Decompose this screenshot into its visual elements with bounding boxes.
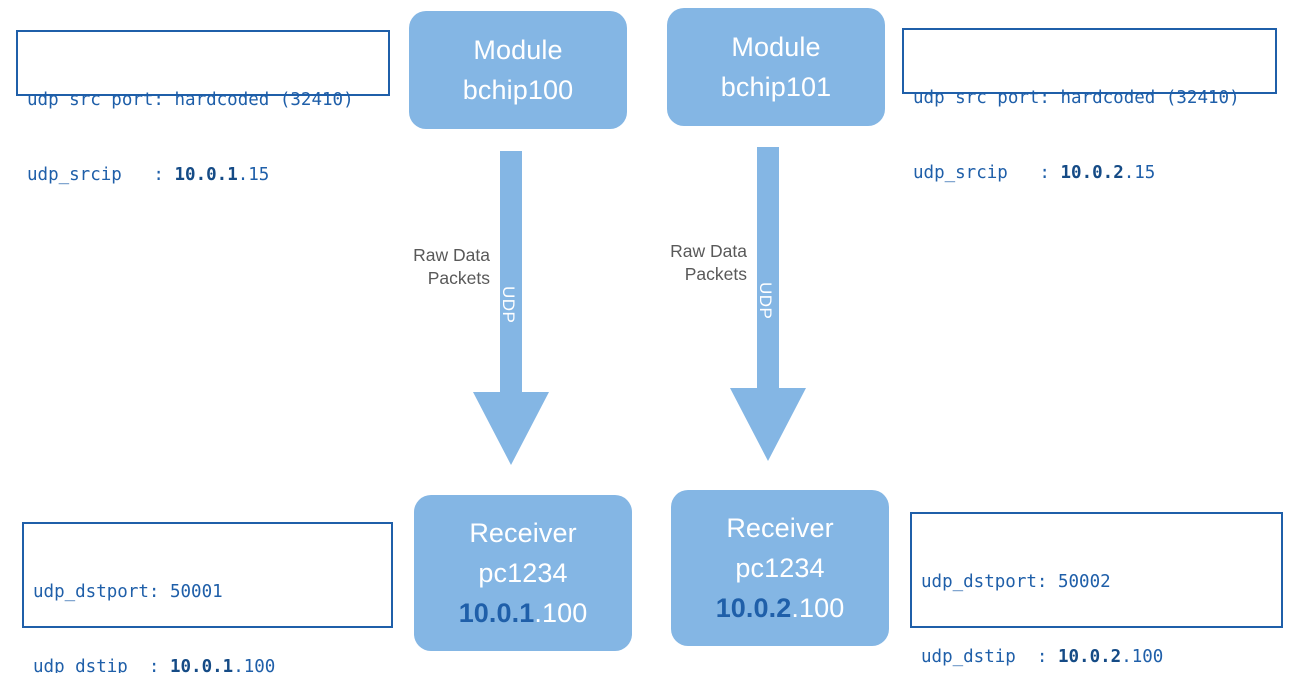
note-src-ip-label-right: udp_srcip : bbox=[913, 163, 1061, 183]
note-line-src-ip-left: udp_srcip : 10.0.1.15 bbox=[27, 163, 380, 188]
module-right-name: bchip101 bbox=[720, 72, 832, 102]
node-receiver-right: Receiver pc1234 10.0.2.100 bbox=[671, 490, 889, 646]
flow-arrow-right bbox=[729, 147, 807, 462]
module-left-name: bchip100 bbox=[462, 75, 574, 105]
arrow-shape-left bbox=[473, 151, 549, 465]
receiver-right-title: Receiver bbox=[726, 513, 834, 543]
receiver-right-ip: 10.0.2.100 bbox=[716, 588, 845, 628]
note-line-dst-port-right: udp_dstport: 50002 bbox=[921, 572, 1111, 592]
receiver-right-ip-prefix: 10.0.2 bbox=[715, 593, 792, 623]
note-udp-source-right: udp src port: hardcoded (32410) udp_srci… bbox=[902, 28, 1277, 183]
module-left-title: Module bbox=[473, 35, 563, 65]
flow-arrow-left bbox=[472, 151, 550, 466]
note-dst-ip-label-right: udp_dstip : bbox=[921, 647, 1058, 667]
module-right-title: Module bbox=[731, 32, 821, 62]
receiver-left-name: pc1234 bbox=[478, 558, 568, 588]
receiver-left-ip-prefix: 10.0.1 bbox=[458, 598, 535, 628]
receiver-right-name: pc1234 bbox=[735, 553, 825, 583]
arrow-down-icon bbox=[473, 151, 549, 465]
flow-caption-right: Raw Data Packets bbox=[670, 241, 747, 284]
note-line-src-port-right: udp src port: hardcoded (32410) bbox=[913, 88, 1240, 108]
node-module-bchip101: Module bchip101 bbox=[667, 8, 885, 126]
receiver-right-ip-suffix: .100 bbox=[791, 593, 845, 623]
note-src-ip-prefix-left: 10.0.1 bbox=[174, 165, 238, 185]
note-line-src-port-left: udp src port: hardcoded (32410) bbox=[27, 90, 354, 110]
note-dst-ip-prefix-left: 10.0.1 bbox=[169, 657, 234, 673]
note-src-ip-suffix-left: .15 bbox=[237, 165, 270, 185]
node-receiver-left: Receiver pc1234 10.0.1.100 bbox=[414, 495, 632, 651]
note-dst-ip-suffix-right: .100 bbox=[1121, 647, 1164, 667]
note-src-ip-prefix-right: 10.0.2 bbox=[1060, 163, 1124, 183]
note-dst-ip-suffix-left: .100 bbox=[233, 657, 276, 673]
receiver-left-ip: 10.0.1.100 bbox=[459, 593, 588, 633]
note-udp-source-left: udp src port: hardcoded (32410) udp_srci… bbox=[16, 30, 390, 185]
arrow-shape-right bbox=[730, 147, 806, 461]
note-line-dst-ip-right: udp_dstip : 10.0.2.100 bbox=[921, 645, 1273, 670]
note-dst-ip-prefix-right: 10.0.2 bbox=[1057, 647, 1122, 667]
note-line-dst-ip-left: udp_dstip : 10.0.1.100 bbox=[33, 655, 383, 673]
node-module-bchip100: Module bchip100 bbox=[409, 11, 627, 129]
note-dst-ip-label-left: udp_dstip : bbox=[33, 657, 170, 673]
arrow-down-icon bbox=[730, 147, 806, 461]
receiver-left-ip-suffix: .100 bbox=[534, 598, 588, 628]
note-src-ip-suffix-right: .15 bbox=[1123, 163, 1156, 183]
flow-caption-left: Raw Data Packets bbox=[413, 245, 490, 288]
note-line-dst-port-left: udp_dstport: 50001 bbox=[33, 582, 223, 602]
note-src-ip-label-left: udp_srcip : bbox=[27, 165, 175, 185]
note-udp-destination-right: udp_dstport: 50002 udp_dstip : 10.0.2.10… bbox=[910, 512, 1283, 667]
receiver-left-title: Receiver bbox=[469, 518, 577, 548]
note-line-src-ip-right: udp_srcip : 10.0.2.15 bbox=[913, 161, 1267, 186]
note-udp-destination-left: udp_dstport: 50001 udp_dstip : 10.0.1.10… bbox=[22, 522, 393, 673]
